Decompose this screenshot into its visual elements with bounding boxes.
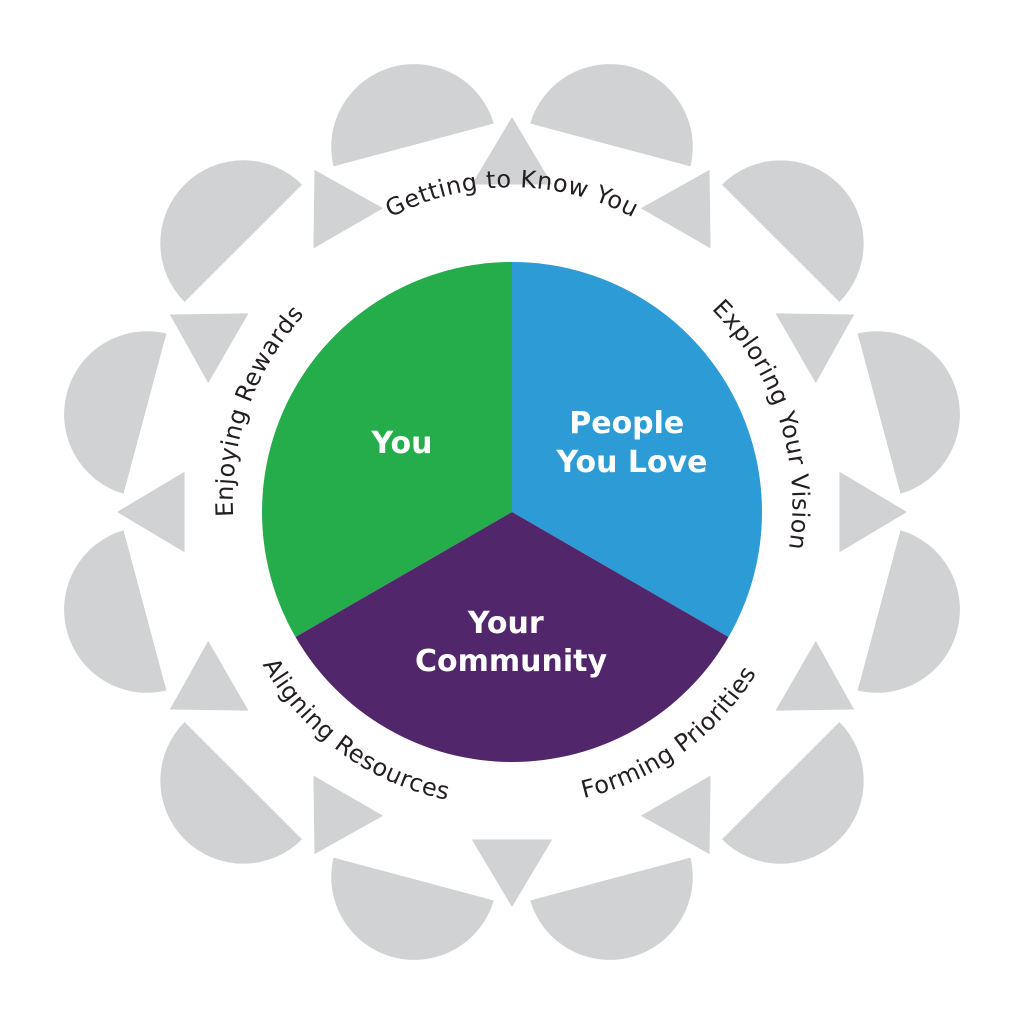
segment-label-you: You (371, 426, 433, 461)
decorative-triangle (169, 640, 249, 711)
ring-label-getting-to-know-you: Getting to Know You (381, 165, 643, 223)
decorative-triangle (775, 640, 855, 711)
decorative-triangle (313, 169, 384, 249)
decorative-triangle (117, 471, 185, 553)
segment-label-your-community: Your Community (415, 606, 607, 679)
segment-people-you-love (512, 262, 762, 637)
segment-label-people-you-love: People You Love (555, 406, 707, 480)
decorative-petal (857, 331, 960, 494)
background-decoration (64, 64, 960, 960)
decorative-triangle (775, 313, 855, 384)
decorative-petal (331, 857, 494, 960)
decorative-petal (722, 160, 864, 302)
segment-your-community (295, 512, 729, 762)
decorative-triangle (640, 169, 711, 249)
segment-labels: You People You Love Your Community (371, 406, 708, 679)
decorative-petal (857, 530, 960, 693)
segment-you (262, 262, 512, 637)
center-circle (262, 262, 762, 762)
decorative-triangle (169, 313, 249, 384)
decorative-petal (160, 160, 302, 302)
decorative-triangle (471, 117, 553, 185)
decorative-petal (64, 331, 167, 494)
decorative-triangle (471, 839, 553, 907)
decorative-triangle (839, 471, 907, 553)
decorative-petal (64, 530, 167, 693)
decorative-petal (160, 722, 302, 864)
decorative-triangle (640, 775, 711, 855)
decorative-triangle (313, 775, 384, 855)
decorative-petal (722, 722, 864, 864)
decorative-petal (530, 64, 693, 167)
decorative-petal (331, 64, 494, 167)
decorative-petal (530, 857, 693, 960)
